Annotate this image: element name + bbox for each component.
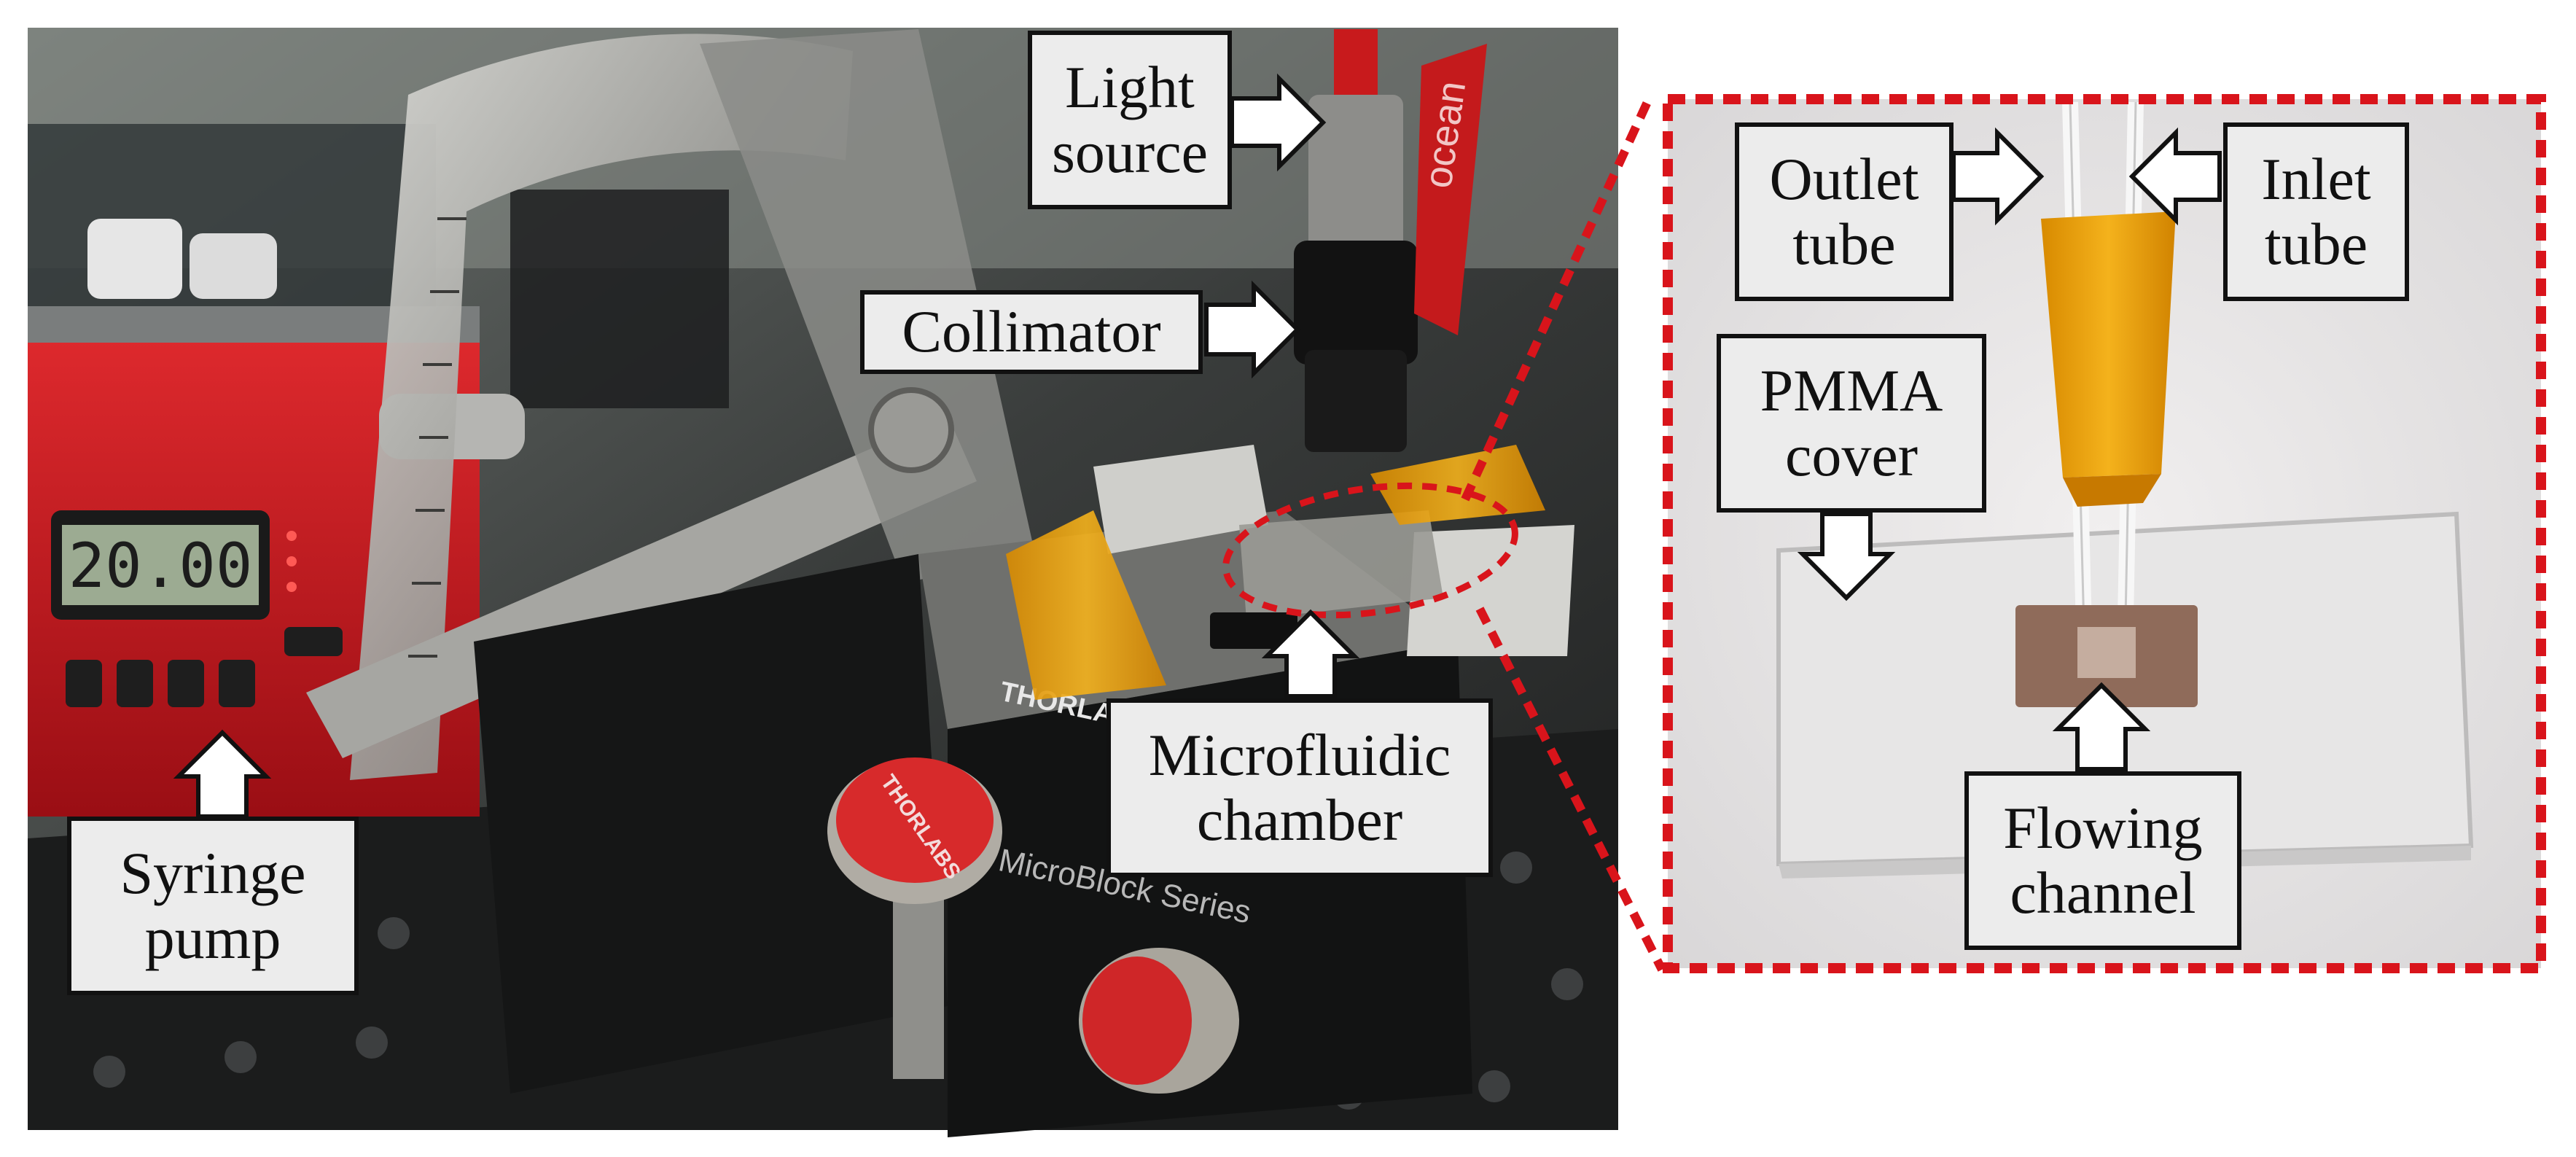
label-inlet-tube: Inlet tube — [2223, 122, 2409, 301]
label-syringe-pump: Syringe pump — [67, 817, 359, 995]
connector-line-top — [1461, 100, 1652, 502]
arrow-light-source — [1230, 73, 1327, 172]
arrow-outlet-tube — [1951, 127, 2045, 226]
closeup-border — [1663, 94, 2546, 973]
arrow-microfluidic-chamber — [1261, 609, 1360, 698]
label-collimator: Collimator — [860, 290, 1203, 374]
arrow-flowing-channel — [2052, 682, 2151, 771]
light-source-assembly: ocean — [1294, 29, 1487, 452]
thorlabs-knob-front: THORLABS — [827, 757, 1002, 1079]
label-flowing-channel: Flowing channel — [1964, 771, 2241, 950]
arrow-collimator — [1204, 280, 1301, 379]
arrow-pmma-cover — [1797, 512, 1896, 601]
setup-photo: 20.00 — [28, 28, 1618, 1137]
arrow-inlet-tube — [2128, 127, 2222, 226]
label-pmma-cover: PMMA cover — [1717, 334, 1986, 513]
label-microfluidic-chamber: Microfluidic chamber — [1106, 698, 1493, 877]
thorlabs-knob-side — [1079, 948, 1239, 1094]
arrows — [173, 73, 2222, 819]
pump-display-text: 20.00 — [69, 530, 253, 601]
sample-highlight — [1222, 482, 1518, 619]
connector-line-bottom — [1475, 607, 1666, 972]
label-outlet-tube: Outlet tube — [1735, 122, 1954, 301]
arrow-syringe-pump — [173, 729, 272, 819]
label-light-source: Light source — [1028, 31, 1232, 209]
